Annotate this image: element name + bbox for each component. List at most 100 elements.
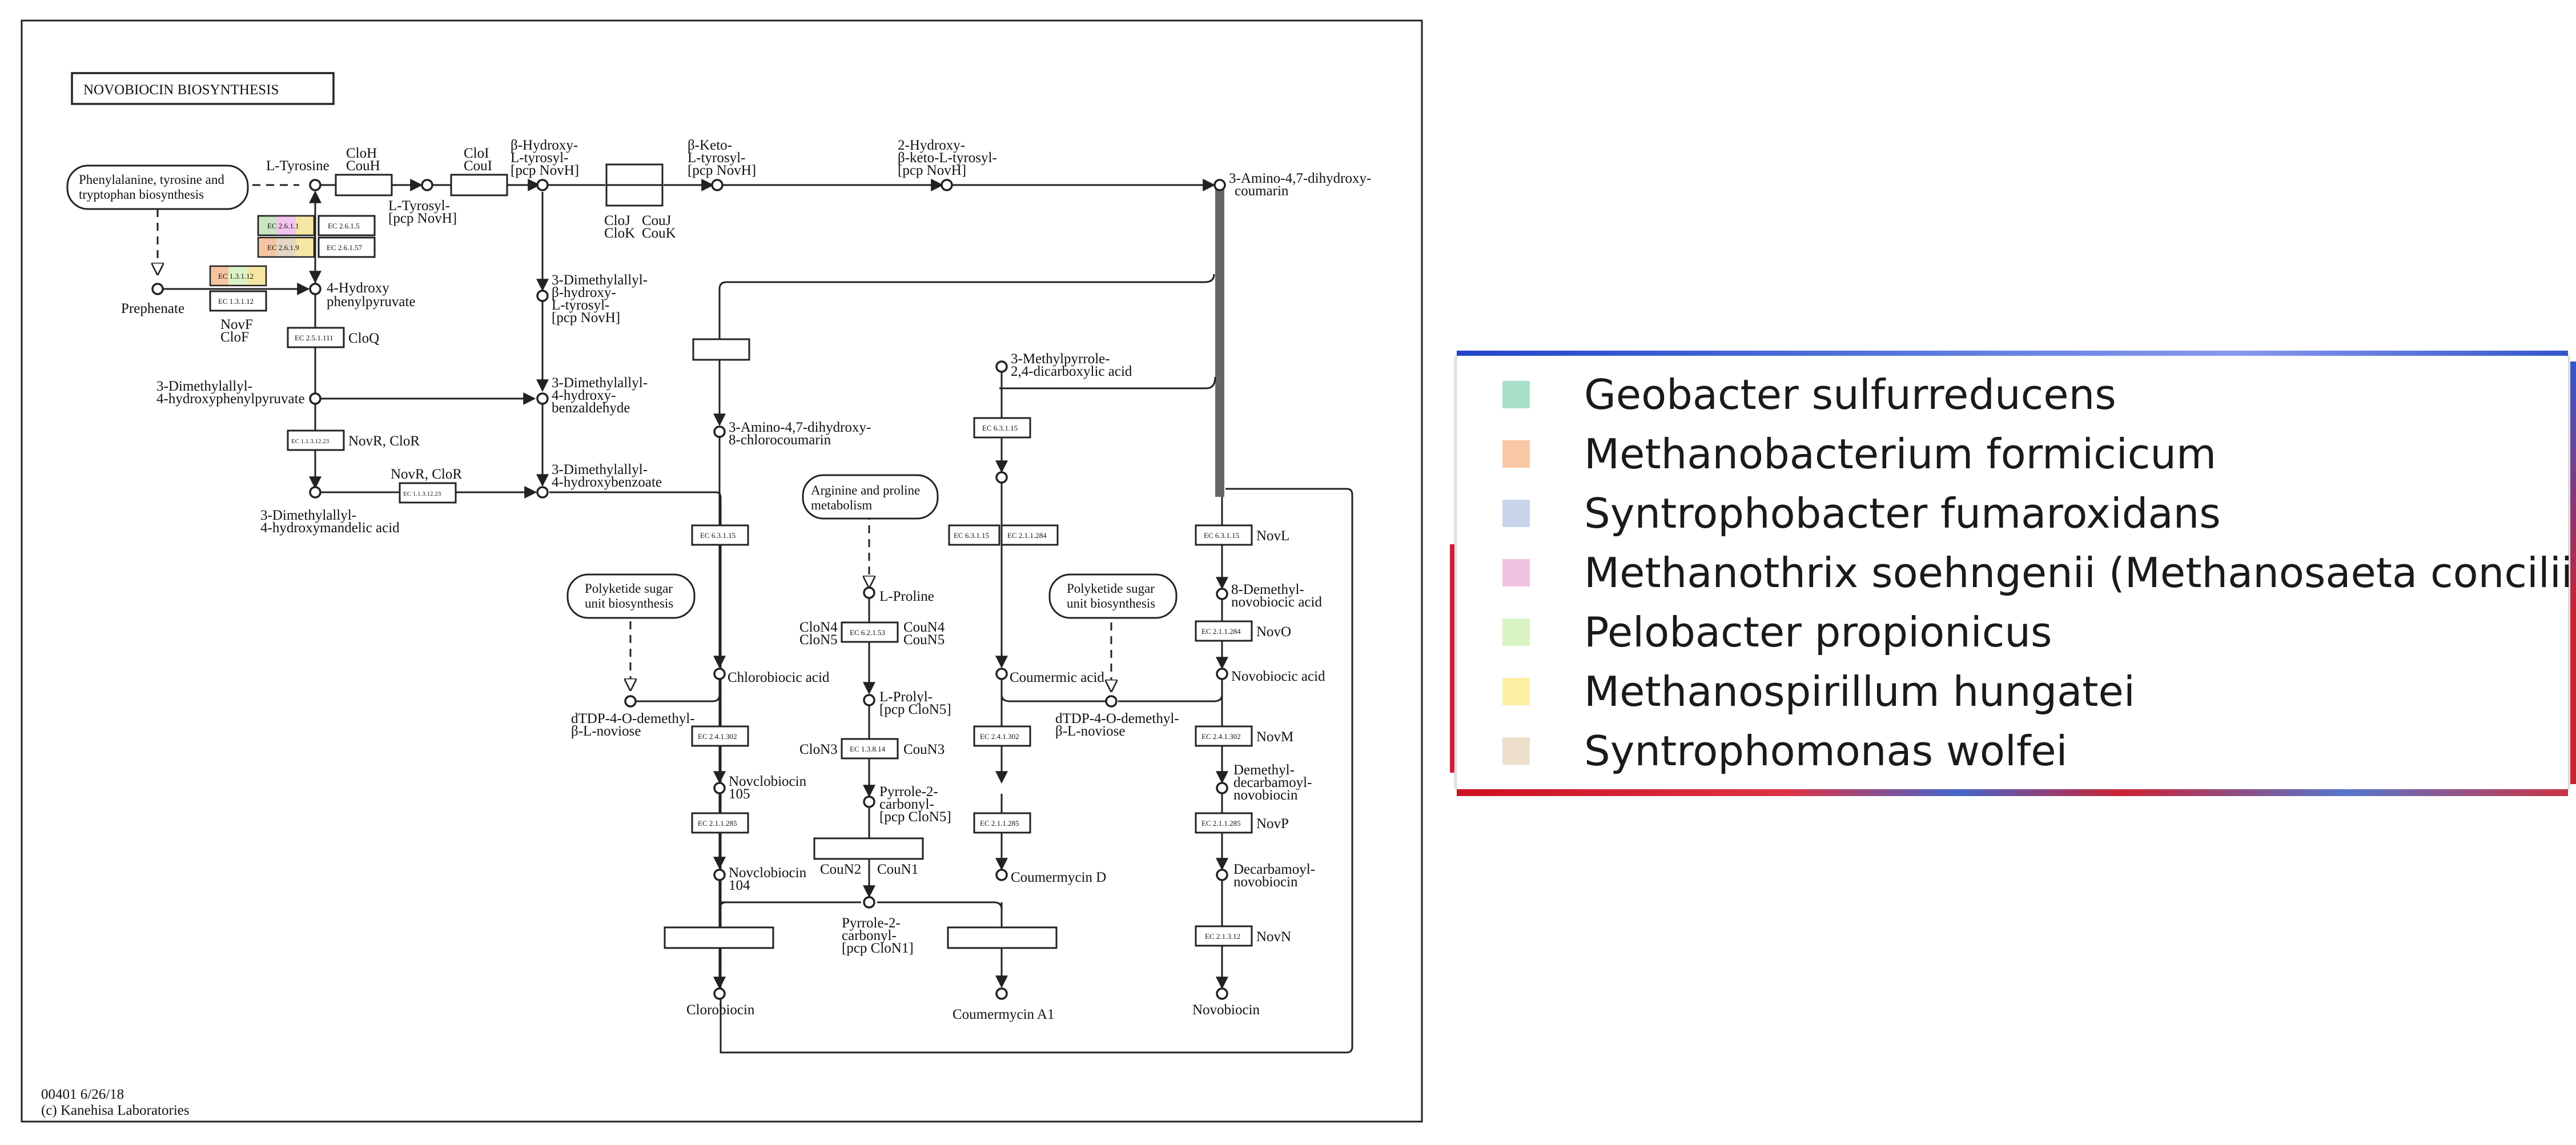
svg-text:coumarin: coumarin xyxy=(1235,183,1289,199)
compound-novclobiocin-104[interactable] xyxy=(713,869,726,881)
compound-chlorobiocic-acid[interactable] xyxy=(713,668,726,680)
ec-box-2-4-1-302-b[interactable] xyxy=(973,725,1031,747)
compound-l-prolyl[interactable] xyxy=(863,694,875,706)
svg-text:NovM: NovM xyxy=(1256,729,1293,745)
compound-amino-dihydroxycoumarin[interactable] xyxy=(1213,179,1226,191)
enzyme-box-coun2-coun1[interactable] xyxy=(813,837,924,860)
svg-text:3-Amino-4,7-dihydroxy-: 3-Amino-4,7-dihydroxy- xyxy=(1229,171,1371,186)
svg-text:EC 6.3.1.15: EC 6.3.1.15 xyxy=(700,531,736,540)
compound-novclobiocin-105[interactable] xyxy=(713,782,726,794)
compound-novobiocin[interactable] xyxy=(1216,987,1228,1000)
compound-clorobiocin[interactable] xyxy=(713,987,726,1000)
svg-text:dTDP-4-O-demethyl-: dTDP-4-O-demethyl- xyxy=(1055,711,1179,726)
gene-labels: CloH CouH CloI CouI CloJ CouJ CloK CouK … xyxy=(220,146,1293,945)
compound-l-tyrosyl[interactable] xyxy=(421,179,433,191)
compound-l-proline[interactable] xyxy=(863,586,875,599)
ec-box-6-3-1-15-a[interactable] xyxy=(691,524,749,546)
compound-l-tyrosine[interactable] xyxy=(309,179,322,191)
ec-box-2-1-1-285-b[interactable] xyxy=(973,812,1031,834)
compound-ddn[interactable] xyxy=(1216,782,1228,794)
enzyme-box-cloi[interactable] xyxy=(450,174,508,196)
map-link-polyketide-left[interactable]: Polyketide sugar unit biosynthesis xyxy=(566,573,696,619)
legend-swatch xyxy=(1502,500,1530,527)
compound-dimethylallyl-hma[interactable] xyxy=(309,486,322,499)
ec-box-2-1-1-285-c[interactable] xyxy=(1195,812,1253,834)
compound-amino-chlorocoumarin[interactable] xyxy=(713,425,726,438)
svg-text:phenylpyruvate: phenylpyruvate xyxy=(327,294,416,310)
svg-text:Novclobiocin: Novclobiocin xyxy=(729,774,807,789)
compound-coumermic-acid[interactable] xyxy=(995,668,1008,680)
enzyme-box-blank-1[interactable] xyxy=(692,338,750,361)
svg-text:EC 1.3.1.12: EC 1.3.1.12 xyxy=(218,297,254,306)
compound-novobiocic-acid[interactable] xyxy=(1216,668,1228,680)
legend-swatch xyxy=(1502,440,1530,468)
ec-box-2-4-1-302-a[interactable] xyxy=(691,725,749,747)
svg-text:2-Hydroxy-: 2-Hydroxy- xyxy=(898,138,965,153)
svg-text:Coumermycin D: Coumermycin D xyxy=(1011,870,1106,885)
ec-box-2-1-3-12[interactable] xyxy=(1195,925,1253,947)
svg-text:CloN3: CloN3 xyxy=(799,742,838,757)
compound-beta-hydroxy[interactable] xyxy=(536,179,549,191)
svg-text:EC 2.4.1.302: EC 2.4.1.302 xyxy=(698,732,737,741)
svg-text:EC 6.2.1.53: EC 6.2.1.53 xyxy=(850,628,885,637)
legend-swatch xyxy=(1502,559,1530,586)
compound-beta-keto[interactable] xyxy=(711,179,724,191)
compound-dimethylallyl-hbz[interactable] xyxy=(536,486,549,499)
compound-coumermycin-d[interactable] xyxy=(995,869,1008,881)
compound-pyrrole-carbonyl-1[interactable] xyxy=(863,896,875,909)
compound-dtdp-left[interactable] xyxy=(624,695,637,708)
ec-box-2-1-1-284-a[interactable] xyxy=(1000,524,1059,546)
ec-box-2-5-1-111[interactable] xyxy=(287,327,345,348)
map-link-polyketide-right[interactable]: Polyketide sugar unit biosynthesis xyxy=(1048,573,1178,619)
svg-text:EC 2.6.1.57: EC 2.6.1.57 xyxy=(327,243,363,252)
svg-text:4-hydroxyphenylpyruvate: 4-hydroxyphenylpyruvate xyxy=(156,391,305,407)
ec-box-1-1-3-12-23-a[interactable] xyxy=(287,429,345,451)
ec-box-2-6-1-5[interactable] xyxy=(318,215,376,236)
ec-box-1-3-8-14[interactable] xyxy=(841,738,899,760)
compound-hydroxy-beta-keto[interactable] xyxy=(941,179,953,191)
enzyme-box-blank-2[interactable] xyxy=(664,926,774,949)
enzyme-box-blank-3[interactable] xyxy=(947,926,1058,949)
compound-prephenate[interactable] xyxy=(151,283,164,295)
map-link-phe-tyr-trp[interactable]: Phenylalanine, tyrosine and tryptophan b… xyxy=(66,164,249,210)
svg-text:4-hydroxybenzoate: 4-hydroxybenzoate xyxy=(552,475,662,490)
ec-box-6-3-1-15-b[interactable] xyxy=(973,417,1031,439)
compound-demethyl-novobiocic[interactable] xyxy=(1216,588,1228,600)
ec-box-2-1-1-285-a[interactable] xyxy=(691,812,749,834)
compound-coumermycin-a1[interactable] xyxy=(995,987,1008,1000)
ec-box-1-1-3-12-23-b[interactable] xyxy=(399,482,457,504)
compound-pyrrole-carbonyl-5[interactable] xyxy=(863,796,875,808)
legend-item: Methanospirillum hungatei xyxy=(1502,668,2135,716)
ec-box-6-3-1-15-d[interactable] xyxy=(1195,524,1253,546)
compound-dtdp-right[interactable] xyxy=(1105,695,1118,708)
ec-box-6-3-1-15-c[interactable] xyxy=(948,524,1000,546)
svg-text:[pcp NovH]: [pcp NovH] xyxy=(511,163,579,178)
svg-text:[pcp CloN5]: [pcp CloN5] xyxy=(879,809,951,825)
ec-box-2-6-1-57[interactable] xyxy=(318,236,376,258)
compound-dimethylallyl-hba[interactable] xyxy=(536,392,549,405)
svg-text:EC 6.3.1.15: EC 6.3.1.15 xyxy=(1204,531,1239,540)
svg-text:4-hydroxy-: 4-hydroxy- xyxy=(552,388,616,403)
enzyme-box-cloh[interactable] xyxy=(335,174,393,196)
ec-box-6-2-1-53[interactable] xyxy=(841,621,899,643)
compound-decarbamoyl-novobiocin[interactable] xyxy=(1216,869,1228,881)
ec-box-1-3-1-12[interactable] xyxy=(209,290,267,312)
svg-text:novobiocin: novobiocin xyxy=(1233,788,1298,803)
ec-box-2-4-1-302-c[interactable] xyxy=(1195,725,1253,747)
legend-label: Syntrophomonas wolfei xyxy=(1584,727,2068,775)
compound-dimethylallyl-bht[interactable] xyxy=(536,290,549,302)
legend-label: Methanospirillum hungatei xyxy=(1584,668,2135,716)
svg-text:Novobiocic acid: Novobiocic acid xyxy=(1231,669,1325,684)
compound-methylpyrrole[interactable] xyxy=(995,360,1008,373)
map-link-arginine-proline[interactable]: Arginine and proline metabolism xyxy=(802,474,939,520)
svg-text:NovR, CloR: NovR, CloR xyxy=(348,433,420,449)
svg-text:Decarbamoyl-: Decarbamoyl- xyxy=(1233,862,1315,877)
svg-text:CouN2: CouN2 xyxy=(820,862,861,877)
compound-mpdc-2[interactable] xyxy=(995,471,1008,484)
ec-box-2-1-1-284-b[interactable] xyxy=(1195,620,1253,642)
kegg-pathway-diagram: NOVOBIOCIN BIOSYNTHESIS 00401 6/26/18 (c… xyxy=(21,19,1423,1123)
svg-text:Clorobiocin: Clorobiocin xyxy=(686,1002,755,1018)
compound-hydroxyphenylpyruvate[interactable] xyxy=(309,283,322,295)
svg-text:105: 105 xyxy=(729,786,750,802)
compound-dimethylallyl-hpp[interactable] xyxy=(309,392,322,405)
